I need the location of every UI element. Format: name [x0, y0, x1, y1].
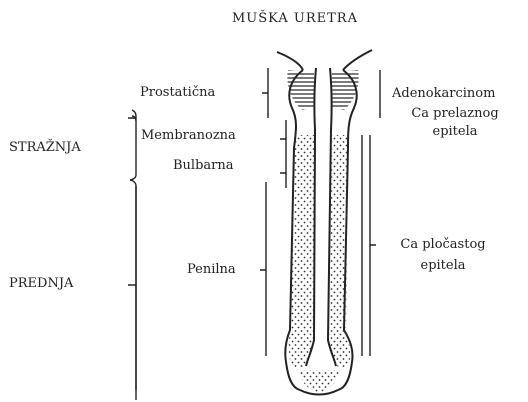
label-membranozna: Membranozna: [141, 128, 236, 144]
label-prostaticna: Prostatična: [140, 85, 215, 101]
label-penilna: Penilna: [187, 262, 236, 278]
bracket-prednja: [128, 186, 136, 390]
diagram-title: MUŠKA URETRA: [232, 11, 358, 27]
bracket-bulbarna: [280, 158, 286, 188]
label-ca-prelaznog-epitela: epitela: [395, 124, 515, 140]
bracket-membranozna: [280, 120, 286, 158]
dotted-epithelium: [289, 135, 350, 392]
label-bulbarna: Bulbarna: [173, 158, 234, 174]
prostatic-striations: [287, 70, 358, 110]
bracket-straznja: [130, 110, 136, 400]
label-ca-plocastog: Ca pločastog: [378, 237, 508, 253]
label-ca-prelaznog: Ca prelaznog: [395, 106, 515, 122]
label-ca-plocastog-epitela: epitela: [378, 258, 508, 274]
label-straznja: STRAŽNJA: [9, 140, 81, 156]
bracket-penilna: [260, 182, 266, 356]
label-prednja: PREDNJA: [9, 276, 73, 292]
bracket-prostaticna: [262, 68, 268, 118]
bracket-straznja-upper: [128, 116, 136, 121]
label-adenokarcinom: Adenokarcinom: [392, 86, 495, 102]
bracket-ca-prelaznog: [370, 135, 376, 356]
